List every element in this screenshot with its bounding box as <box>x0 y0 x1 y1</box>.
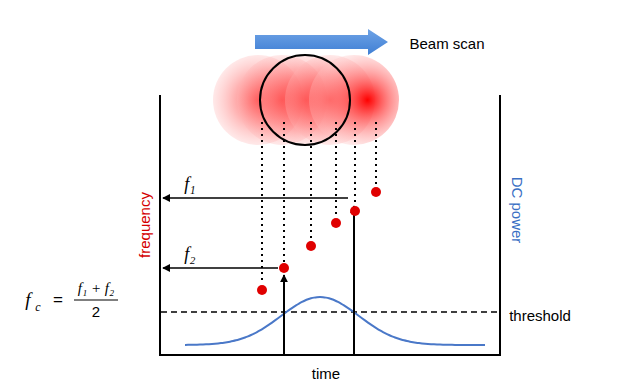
frequency-dots <box>257 187 381 295</box>
f2-arrow <box>163 267 278 269</box>
dc-power-curve <box>185 297 485 345</box>
scan-arrow <box>255 29 388 55</box>
drop-lines <box>262 122 376 284</box>
axis-label: time <box>312 366 340 383</box>
threshold-label: threshold <box>509 308 571 325</box>
aperture-circle <box>260 55 350 145</box>
axis-label: frequency <box>137 192 154 258</box>
crossing-arrow <box>353 206 355 355</box>
threshold-line <box>161 311 499 313</box>
crossing-arrow <box>283 275 285 355</box>
formula-symbol: f <box>25 290 30 311</box>
axis-label: DC power <box>509 177 526 244</box>
formula-subscript: c <box>35 301 40 314</box>
formula-denominator: 2 <box>92 304 100 321</box>
time-axis <box>159 354 501 356</box>
left-axis <box>159 95 161 356</box>
scan-label: Beam scan <box>409 36 484 53</box>
formula-numerator: f₁ + f₂ <box>78 280 114 297</box>
formula-operator: = <box>53 291 63 310</box>
fraction-bar <box>74 299 118 300</box>
f1-arrow <box>163 197 348 199</box>
beam-spot <box>309 55 399 145</box>
frequency-symbol: f₂ <box>184 245 195 265</box>
frequency-symbol: f₁ <box>184 175 195 195</box>
right-axis <box>499 95 501 356</box>
